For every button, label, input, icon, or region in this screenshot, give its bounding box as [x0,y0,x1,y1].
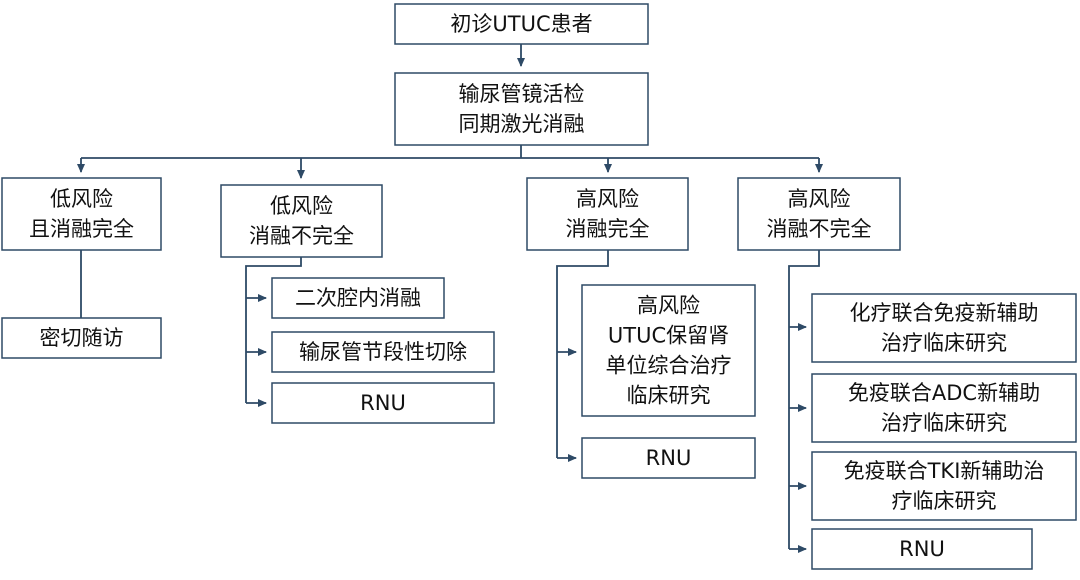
node-label-line: 初诊UTUC患者 [450,12,592,36]
node-label-line: UTUC保留肾 [608,324,729,348]
connector-high-complete-spine [556,250,609,458]
node-label-line: 低风险 [270,194,333,218]
node-label-line: 免疫联合ADC新辅助 [848,381,1040,405]
node-label-line: 单位综合治疗 [606,354,732,378]
connectors [77,44,823,553]
node-label-line: 消融不完全 [767,217,872,241]
node-label-line: 输尿管节段性切除 [299,340,467,364]
node-rnu-high-risk-incomplete: RNU [811,528,1033,570]
node-label-line: 低风险 [50,187,113,211]
node-label-line: 高风险 [576,187,639,211]
node-label-line: 治疗临床研究 [881,411,1007,435]
node-second-endoluminal-ablation: 二次腔内消融 [271,277,445,319]
node-label-line: RNU [899,537,945,561]
node-label-line: 输尿管镜活检 [459,82,585,106]
node-label-line: 同期激光消融 [459,112,585,136]
node-label-line: RNU [360,391,406,415]
node-label-line: 免疫联合TKI新辅助治 [844,459,1045,483]
connector-low-incomplete-spine [245,257,302,403]
node-label-line: 临床研究 [627,384,711,408]
node-label-line: 治疗临床研究 [881,331,1007,355]
node-rnu-low-risk: RNU [271,382,495,424]
node-label-line: 二次腔内消融 [295,286,421,310]
node-label-line: 疗临床研究 [892,489,997,513]
node-initial-utuc-patient: 初诊UTUC患者 [394,3,649,45]
node-segmental-ureterectomy: 输尿管节段性切除 [271,331,495,373]
node-label-line: RNU [646,446,692,470]
node-label-line: 且消融完全 [29,217,134,241]
node-label-line: 消融完全 [566,217,650,241]
node-close-surveillance: 密切随访 [1,317,162,359]
node-rnu-high-risk-complete: RNU [581,437,756,479]
node-label-line: 密切随访 [40,326,124,350]
node-label-line: 高风险 [637,294,700,318]
node-label-line: 化疗联合免疫新辅助 [850,301,1039,325]
node-label-line: 高风险 [788,187,851,211]
node-label-line: 消融不完全 [249,224,354,248]
